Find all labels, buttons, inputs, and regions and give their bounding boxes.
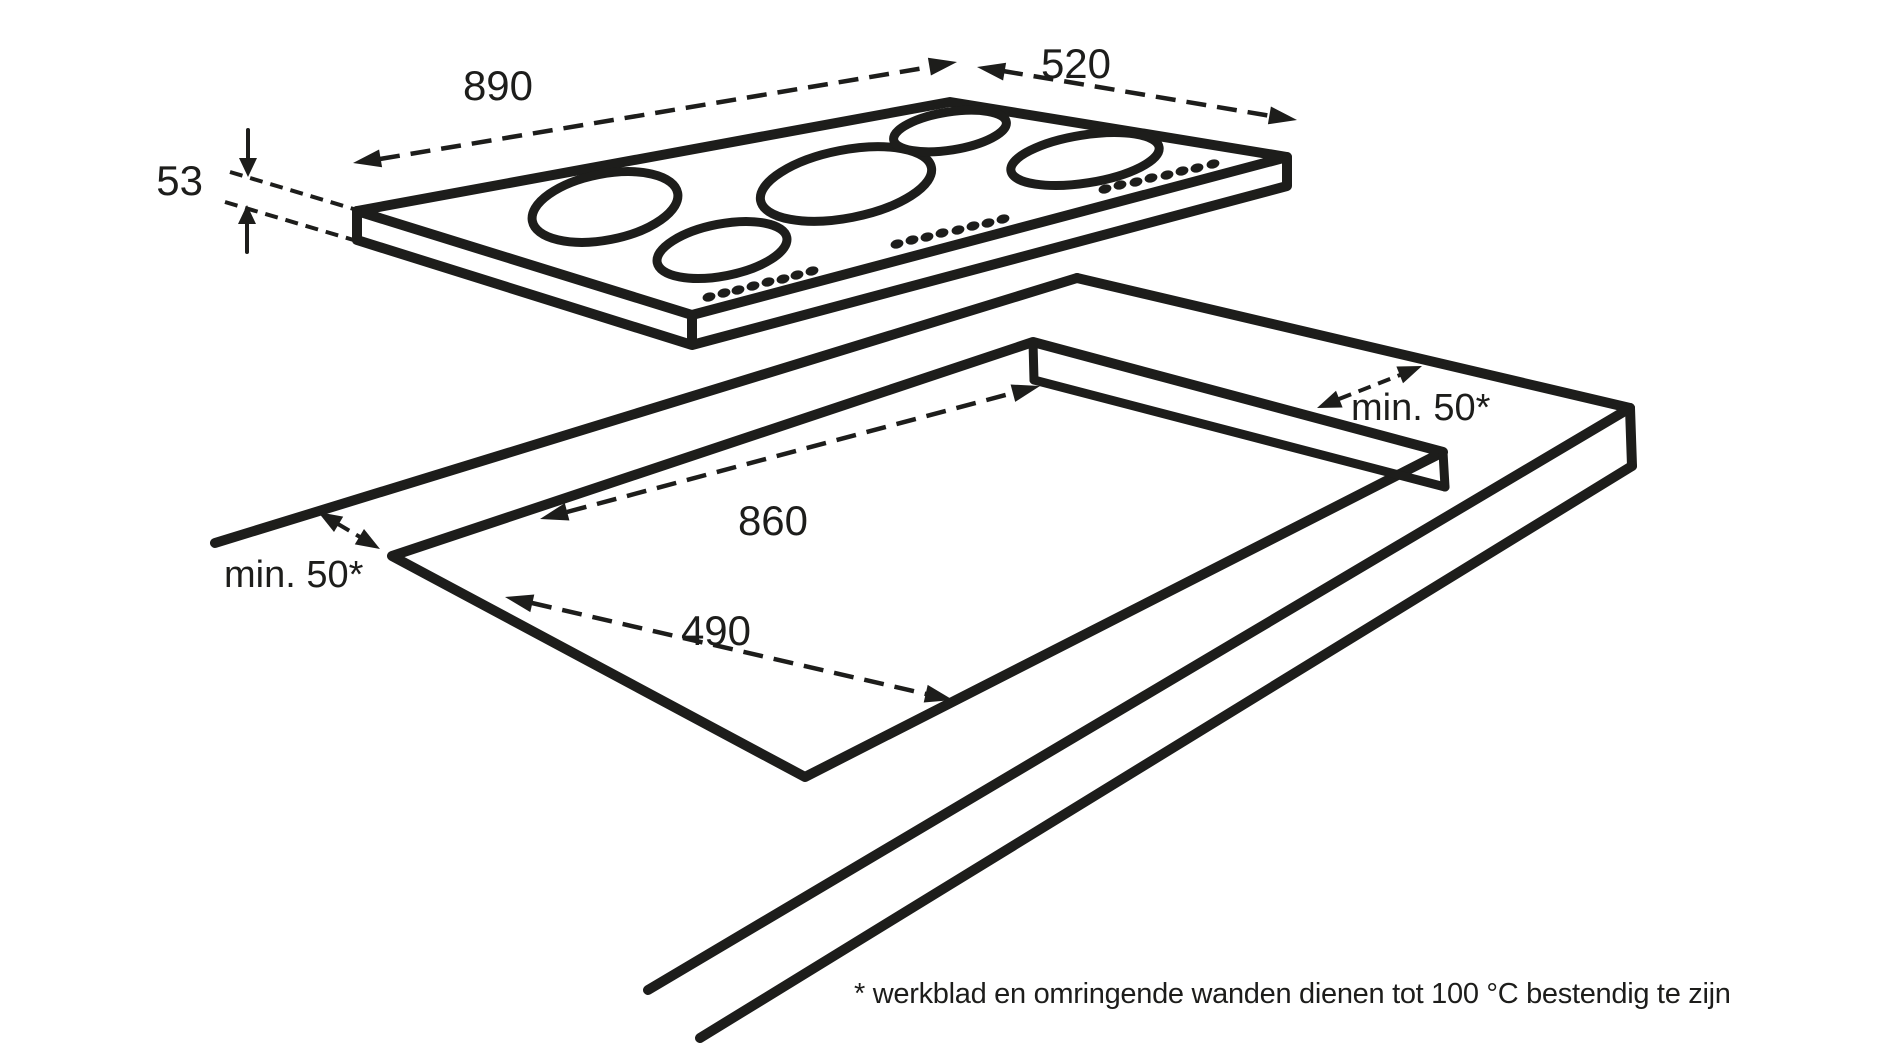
dimension-label-53: 53	[156, 157, 203, 204]
worktop-back-right-edge	[1072, 273, 1635, 413]
dimension-cutout-width: 490	[505, 594, 953, 703]
burner-front-small	[652, 217, 792, 283]
hob-side-faces	[352, 152, 1292, 350]
dimension-hob-width: 890	[353, 57, 957, 168]
worktop-front-bottom-edge	[695, 461, 1637, 1043]
dimension-line	[566, 390, 1014, 515]
dimension-hob-height: 53	[156, 128, 358, 254]
arrowhead-right-icon	[1267, 106, 1297, 125]
burner-back-small	[889, 105, 1011, 157]
footnote-text: * werkblad en omringende wanden dienen t…	[854, 978, 1731, 1010]
arrowhead-downleft-icon	[1317, 390, 1343, 408]
arrowhead-right-icon	[923, 684, 953, 703]
burner-center-large	[755, 142, 937, 226]
worktop-right-corner-edge	[1625, 403, 1637, 471]
dimension-label-860: 860	[738, 497, 808, 544]
burner-left-large	[527, 167, 683, 247]
burner-right-large	[1006, 128, 1164, 190]
cutout-right-corner-wall-edge	[1438, 447, 1450, 492]
clearance-right-label: min. 50*	[1351, 387, 1491, 429]
arrowhead-down-icon	[239, 158, 257, 177]
clearance-left-label: min. 50*	[224, 554, 364, 596]
clearance-left: min. 50*	[224, 512, 380, 596]
clearance-line	[336, 522, 362, 539]
dimension-hob-depth: 520	[977, 40, 1297, 125]
cutout-outline	[387, 337, 1448, 782]
worktop-back-left-edge	[210, 273, 1082, 548]
arrowhead-upleft-icon	[318, 512, 344, 532]
dimension-label-520: 520	[1041, 40, 1111, 87]
dimension-cutout-length: 860	[540, 384, 1040, 544]
arrowhead-left-icon	[353, 149, 383, 168]
hob-burners	[527, 105, 1164, 283]
arrowhead-right-icon	[927, 57, 957, 76]
worktop-front-top-edge	[643, 403, 1635, 995]
cutout-back-corner-wall-edge	[1028, 337, 1039, 385]
hob	[352, 97, 1292, 350]
arrowhead-left-icon	[505, 594, 535, 613]
arrowhead-upright-icon	[1396, 366, 1422, 384]
arrowhead-left-icon	[977, 62, 1007, 81]
dimension-line	[531, 600, 927, 697]
arrowhead-downright-icon	[354, 529, 380, 549]
arrowhead-right-icon	[1010, 384, 1040, 402]
dimension-label-490: 490	[681, 607, 751, 654]
clearance-line	[1338, 373, 1401, 401]
worktop-cutout	[387, 337, 1450, 782]
control-dots-row-right	[1098, 159, 1220, 194]
dimension-line	[1002, 68, 1272, 119]
dimension-label-890: 890	[463, 62, 533, 109]
arrowhead-up-icon	[238, 205, 256, 224]
clearance-right: min. 50*	[1317, 366, 1491, 429]
arrowhead-left-icon	[540, 503, 570, 521]
control-dots-row-front	[702, 266, 819, 302]
extension-line-top	[229, 170, 358, 212]
worktop	[210, 273, 1637, 1043]
control-dots-row-middle	[890, 214, 1010, 249]
cutout-inner-wall-bottom-edge	[1029, 375, 1450, 492]
